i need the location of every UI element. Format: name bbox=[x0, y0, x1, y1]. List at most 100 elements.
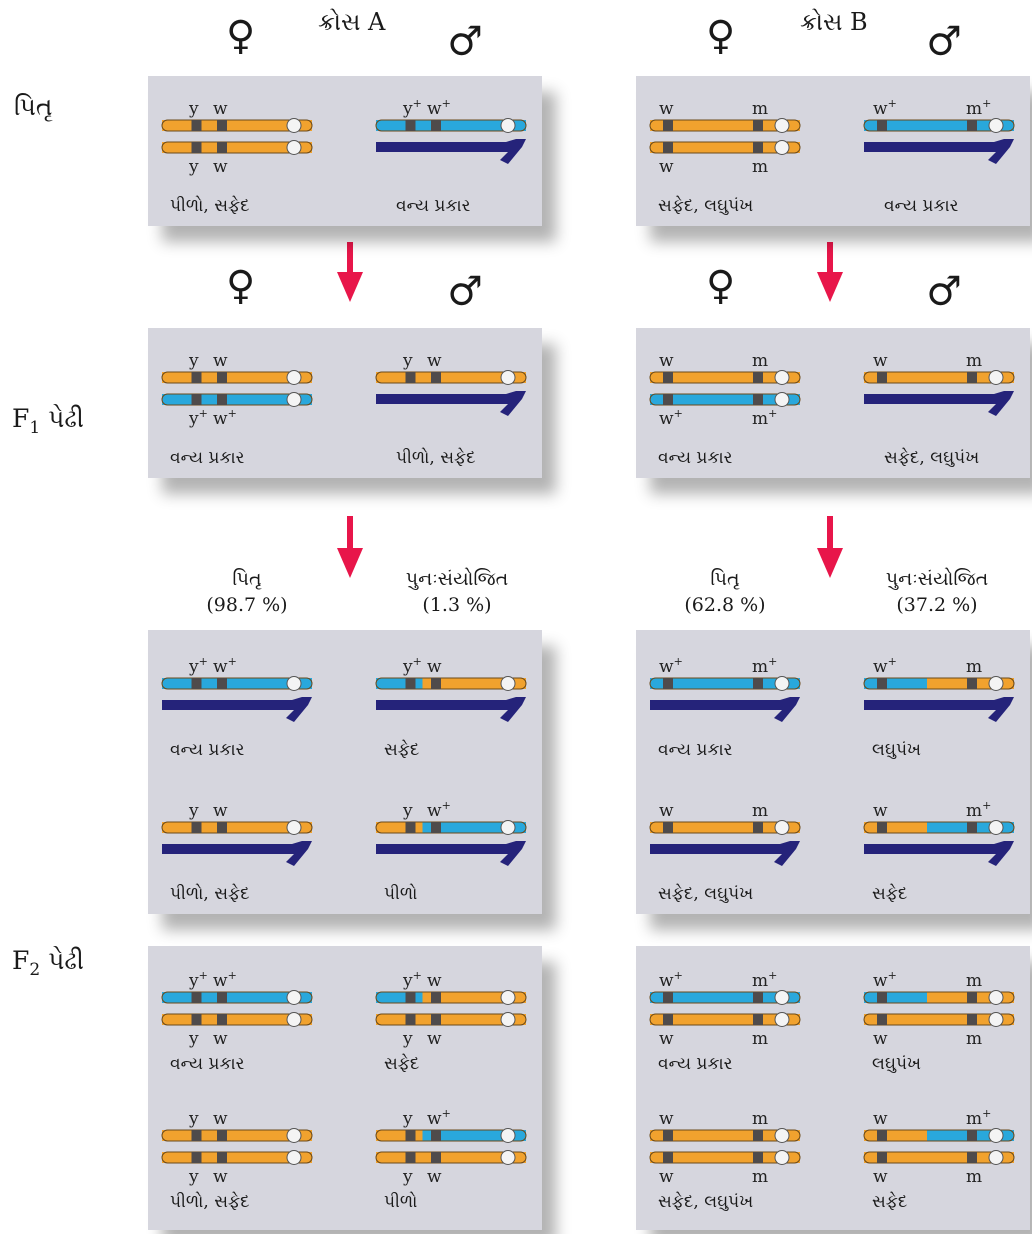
gene-locus-band bbox=[431, 992, 441, 1003]
x-chromosome bbox=[863, 820, 1015, 835]
x-chromosome bbox=[161, 370, 313, 385]
gene-locus-band bbox=[431, 1014, 441, 1025]
male-symbol: ♂ bbox=[926, 19, 962, 65]
gene-locus-band bbox=[191, 678, 202, 689]
gene-locus-band bbox=[753, 678, 763, 689]
gene-locus-band bbox=[877, 1152, 887, 1163]
gene-locus-band bbox=[663, 822, 673, 833]
y-chromosome bbox=[376, 139, 526, 164]
row-label-f1: F1 પેઢી bbox=[12, 404, 84, 438]
gene-locus-band bbox=[431, 372, 441, 383]
arrow-down-icon bbox=[817, 242, 843, 302]
gene-locus-band bbox=[753, 992, 763, 1003]
male-symbol: ♂ bbox=[447, 269, 483, 315]
gene-label: y bbox=[188, 801, 199, 821]
phenotype-label: વન્ય પ્રકાર bbox=[658, 448, 733, 468]
gene-label: w bbox=[213, 1109, 228, 1129]
x-chromosome bbox=[161, 1128, 313, 1143]
gene-label: w bbox=[659, 99, 674, 119]
gene-locus-band bbox=[663, 120, 673, 131]
f1-rest: પેઢી bbox=[40, 404, 84, 433]
phenotype-label: પીળો, સફેદ bbox=[170, 196, 250, 216]
female-symbol: ♀ bbox=[226, 263, 256, 309]
gene-label: y bbox=[188, 99, 199, 119]
centromere bbox=[286, 1012, 302, 1027]
y-chromosome bbox=[162, 841, 312, 866]
x-chromosome bbox=[375, 1128, 527, 1143]
gene-label: w+ bbox=[659, 655, 683, 677]
gene-label: w+ bbox=[213, 655, 237, 677]
arrow-down-icon bbox=[337, 516, 363, 578]
centromere bbox=[500, 990, 516, 1005]
stat-percent: (98.7 %) bbox=[206, 594, 288, 616]
gene-label: m+ bbox=[752, 407, 777, 429]
arrow-down-icon bbox=[337, 242, 363, 302]
phenotype-label: પીળો, સફેદ bbox=[170, 884, 250, 904]
centromere bbox=[500, 820, 516, 835]
gene-label: w bbox=[213, 1029, 228, 1049]
gene-label: m bbox=[752, 1167, 768, 1187]
centromere bbox=[774, 1012, 790, 1027]
phenotype-label: સફેદ, લઘુપંખ bbox=[884, 448, 980, 468]
centromere bbox=[286, 370, 302, 385]
gene-label: m bbox=[752, 351, 768, 371]
centromere bbox=[988, 990, 1004, 1005]
gene-label: y bbox=[402, 1167, 413, 1187]
gene-locus-band bbox=[967, 372, 977, 383]
gene-label: w+ bbox=[213, 969, 237, 991]
cross-b-title: ક્રોસ B bbox=[800, 8, 868, 36]
x-chromosome bbox=[375, 1012, 527, 1027]
gene-label: w bbox=[427, 1029, 442, 1049]
gene-locus-band bbox=[191, 142, 202, 153]
gene-locus-band bbox=[405, 678, 416, 689]
centromere bbox=[286, 118, 302, 133]
centromere bbox=[774, 118, 790, 133]
f2-letter: F bbox=[12, 946, 30, 975]
gene-label: w+ bbox=[659, 407, 683, 429]
gene-label: y bbox=[188, 157, 199, 177]
stat-label: પુનઃસંયોજિત bbox=[885, 568, 989, 590]
female-symbol: ♀ bbox=[706, 13, 736, 59]
gene-label: w+ bbox=[427, 1107, 451, 1129]
gene-locus-band bbox=[217, 394, 227, 405]
centromere bbox=[500, 118, 516, 133]
phenotype-label: પીળો, સફેદ bbox=[396, 448, 476, 468]
gene-label: w bbox=[427, 1167, 442, 1187]
gene-locus-band bbox=[663, 1014, 673, 1025]
gene-label: y+ bbox=[188, 407, 208, 429]
x-chromosome bbox=[161, 990, 313, 1005]
gene-label: w bbox=[427, 657, 442, 677]
cross-a-title: ક્રોસ A bbox=[318, 8, 386, 36]
gene-locus-band bbox=[431, 1152, 441, 1163]
centromere bbox=[286, 140, 302, 155]
gene-label: m bbox=[966, 1167, 982, 1187]
centromere bbox=[286, 1128, 302, 1143]
phenotype-label: વન્ય પ્રકાર bbox=[658, 1054, 733, 1074]
centromere bbox=[286, 990, 302, 1005]
gene-locus-band bbox=[217, 142, 227, 153]
gene-locus-band bbox=[663, 992, 673, 1003]
gene-locus-band bbox=[877, 120, 887, 131]
phenotype-label: સફેદ, લઘુપંખ bbox=[658, 196, 754, 216]
gene-locus-band bbox=[663, 1130, 673, 1141]
x-chromosome bbox=[649, 676, 801, 691]
gene-label: w bbox=[873, 1029, 888, 1049]
gene-label: m bbox=[966, 351, 982, 371]
gene-locus-band bbox=[191, 394, 202, 405]
x-chromosome bbox=[649, 140, 801, 155]
y-chromosome bbox=[864, 841, 1014, 866]
phenotype-label: પીળો bbox=[384, 1192, 418, 1212]
gene-label: w+ bbox=[427, 799, 451, 821]
stat-percent: (37.2 %) bbox=[896, 594, 978, 616]
gene-locus-band bbox=[877, 1130, 887, 1141]
x-chromosome bbox=[161, 140, 313, 155]
gene-label: w+ bbox=[659, 969, 683, 991]
x-chromosome bbox=[161, 1012, 313, 1027]
centromere bbox=[988, 1128, 1004, 1143]
gene-locus-band bbox=[663, 142, 673, 153]
centromere bbox=[774, 392, 790, 407]
gene-locus-band bbox=[877, 372, 887, 383]
y-chromosome bbox=[376, 391, 526, 416]
gene-locus-band bbox=[877, 1014, 887, 1025]
f2-sub: 2 bbox=[29, 960, 41, 980]
